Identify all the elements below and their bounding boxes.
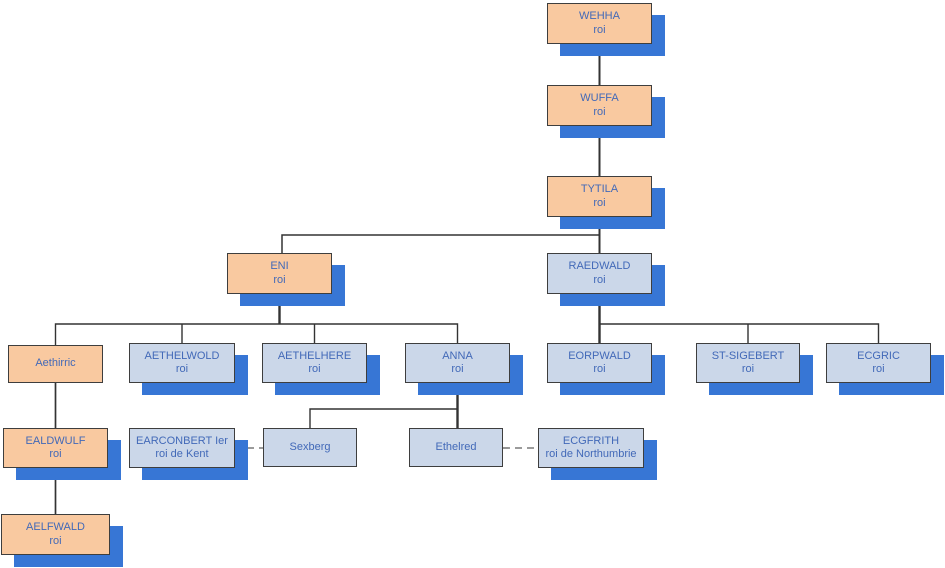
person-name: EARCONBERT Ier [136,434,228,447]
person-name: Aethirric [35,357,76,370]
person-name: EALDWULF [25,434,86,447]
descent-connector [309,408,458,428]
person-name: AETHELWOLD [144,349,220,362]
tree-node-aethirric[interactable]: Aethirric [8,345,103,383]
person-name: ANNA [442,349,473,362]
person-role: roi [175,363,189,375]
person-name: RAEDWALD [568,260,631,272]
person-role: roi de Kent [155,448,209,460]
person-name: ENI [270,260,289,272]
person-role: roi [593,363,606,375]
person-name: ECGRIC [857,349,900,362]
person-name: AELFWALD [26,521,85,533]
person-role: roi de Northumbrie [545,448,637,460]
descent-connector [599,323,880,343]
person-role: roi [593,105,606,118]
person-name: EORPWALD [568,349,631,362]
person-role: roi [872,363,885,375]
person-name: Ethelred [435,440,477,453]
person-name: ECGFRITH [562,434,620,447]
person-role: roi [308,363,321,375]
person-role: roi [593,273,606,286]
tree-node-ethelred[interactable]: Ethelred [409,428,503,467]
person-role: roi [49,534,62,547]
descent-connector [281,234,600,253]
person-role: roi [49,448,62,460]
person-name: ST-SIGEBERT [711,349,785,362]
person-role: roi [451,363,464,375]
person-name: TYTILA [580,183,619,195]
tree-node-sexberg[interactable]: Sexberg [263,428,357,467]
person-role: roi [273,273,286,286]
person-name: WUFFA [580,92,619,104]
descent-connector [54,323,459,345]
person-name: AETHELHERE [277,349,352,362]
person-name: Sexberg [289,440,331,453]
person-role: roi [593,196,606,209]
person-role: roi [593,23,606,36]
person-name: WEHHA [579,10,620,22]
person-role: roi [741,363,755,375]
